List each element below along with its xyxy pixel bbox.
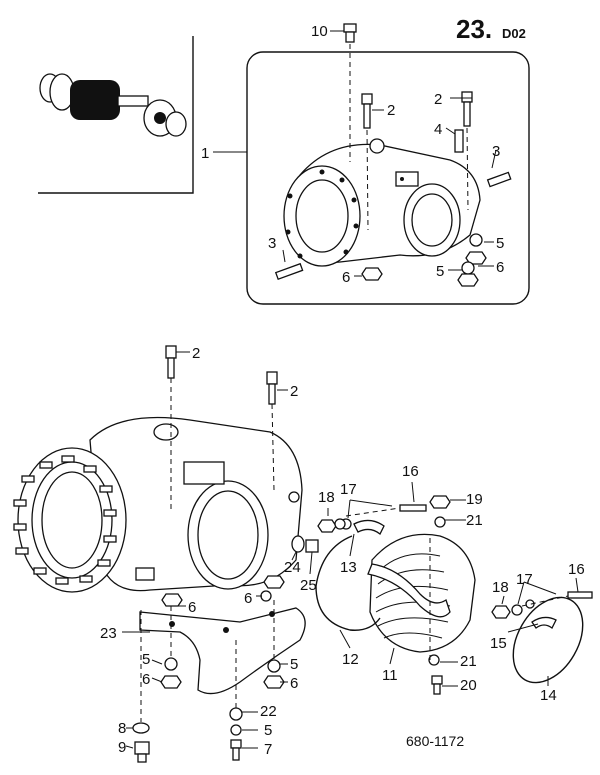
callout-labels: 10 2 2 4 1 3 3 5 6 5 6 2 2 16 17 18 19 2… <box>100 23 585 758</box>
fasteners-upper-right <box>317 495 451 695</box>
bolt-part-2-inset-b <box>461 91 473 127</box>
callout-2-inset-left: 2 <box>387 102 395 119</box>
callout-5-bottom: 5 <box>264 722 272 739</box>
callout-16-lower: 16 <box>568 561 585 578</box>
callout-6-inset-right: 6 <box>496 259 504 276</box>
bolt-part-2-main-b <box>266 371 278 405</box>
callout-13: 13 <box>340 559 357 576</box>
callout-15: 15 <box>490 635 507 652</box>
nut-washer-inset <box>361 233 487 287</box>
plug-part-10 <box>343 23 357 43</box>
callout-20: 20 <box>460 677 477 694</box>
callout-8: 8 <box>118 720 126 737</box>
callout-5-lower-center: 5 <box>290 656 298 673</box>
stud-part-3-left <box>274 262 304 281</box>
ring-part-12 <box>315 535 381 631</box>
callout-9: 9 <box>118 739 126 756</box>
boot-part-11 <box>367 533 476 653</box>
fasteners-center-column <box>229 575 285 761</box>
callout-5-lower-left: 5 <box>142 651 150 668</box>
drawing-reference-number: 680-1172 <box>406 733 464 749</box>
callout-6-inset-center: 6 <box>342 269 350 286</box>
bolt-part-4 <box>454 129 464 153</box>
callout-18-upper: 18 <box>318 489 335 506</box>
callout-24: 24 <box>284 559 301 576</box>
callout-4: 4 <box>434 121 442 138</box>
callout-10: 10 <box>311 23 328 40</box>
group-number: 23. <box>456 14 492 44</box>
callout-12: 12 <box>342 651 359 668</box>
callout-1: 1 <box>201 145 209 162</box>
callout-22: 22 <box>260 703 277 720</box>
callout-7: 7 <box>264 741 272 758</box>
callout-3-left: 3 <box>268 235 276 252</box>
thumbnail-frame <box>38 36 194 194</box>
callout-21-upper: 21 <box>466 512 483 529</box>
page-header: 23. D02 <box>456 14 526 44</box>
plug-part-25 <box>305 539 319 553</box>
callout-21-lower: 21 <box>460 653 477 670</box>
callout-23: 23 <box>100 625 117 642</box>
callout-25: 25 <box>300 577 317 594</box>
axle-locator-thumbnail <box>38 36 194 194</box>
callout-6-main-center: 6 <box>244 590 252 607</box>
housing-small <box>283 138 481 267</box>
bolt-part-2-main-a <box>165 345 177 379</box>
inset-frame <box>246 51 530 305</box>
fasteners-ring <box>491 591 593 619</box>
callout-14: 14 <box>540 687 557 704</box>
callout-18-lower: 18 <box>492 579 509 596</box>
clamp-part-15 <box>531 616 557 629</box>
stud-part-3-right <box>486 171 512 188</box>
callout-16-upper: 16 <box>402 463 419 480</box>
callout-2-inset-right: 2 <box>434 91 442 108</box>
callout-5-inset-lower: 5 <box>436 263 444 280</box>
callout-5-inset: 5 <box>496 235 504 252</box>
callout-11: 11 <box>382 667 398 684</box>
callout-17-upper: 17 <box>340 481 357 498</box>
clamp-part-13 <box>340 518 385 536</box>
callout-6-lower-center: 6 <box>290 675 298 692</box>
callout-2-main-right: 2 <box>290 383 298 400</box>
fasteners-left-column <box>132 593 183 763</box>
seal-part-24 <box>291 535 305 553</box>
bolt-part-2-inset-a <box>361 93 373 129</box>
callout-2-main-left: 2 <box>192 345 200 362</box>
bracket-part-23 <box>139 607 306 695</box>
housing-large <box>13 416 303 593</box>
callout-19: 19 <box>466 491 483 508</box>
axle-thumbnail-image <box>39 73 187 137</box>
ring-part-14 <box>512 596 584 684</box>
flange-studs <box>13 455 117 585</box>
section-code: D02 <box>502 26 526 41</box>
callout-6-lower-left: 6 <box>142 671 150 688</box>
callout-6-main-left: 6 <box>188 599 196 616</box>
callout-3-right: 3 <box>492 143 500 160</box>
housing-inset <box>213 23 530 305</box>
callout-17-lower: 17 <box>516 571 533 588</box>
